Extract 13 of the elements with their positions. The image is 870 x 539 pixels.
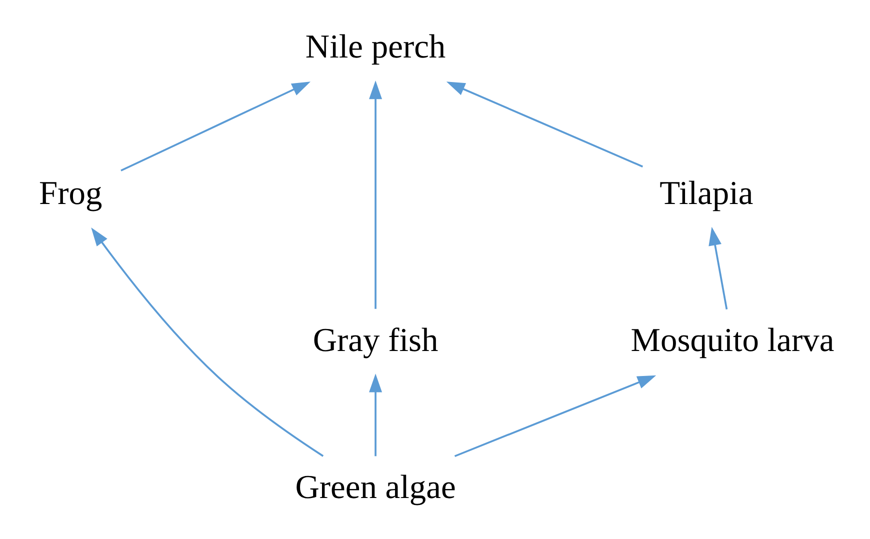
arrow — [90, 228, 324, 457]
node-text: Gray fish — [312, 322, 438, 360]
arrow — [368, 374, 382, 456]
node-text: Green algae — [294, 468, 456, 506]
arrow — [454, 375, 656, 458]
arrow — [708, 226, 728, 310]
arrow — [368, 80, 382, 309]
node-text: Mosquito larva — [630, 322, 834, 360]
arrow — [446, 82, 643, 168]
node-text: Frog — [38, 175, 102, 212]
arrow — [120, 82, 310, 172]
node-text: Tilapia — [659, 175, 753, 212]
node-text: Nile perch — [304, 28, 446, 66]
